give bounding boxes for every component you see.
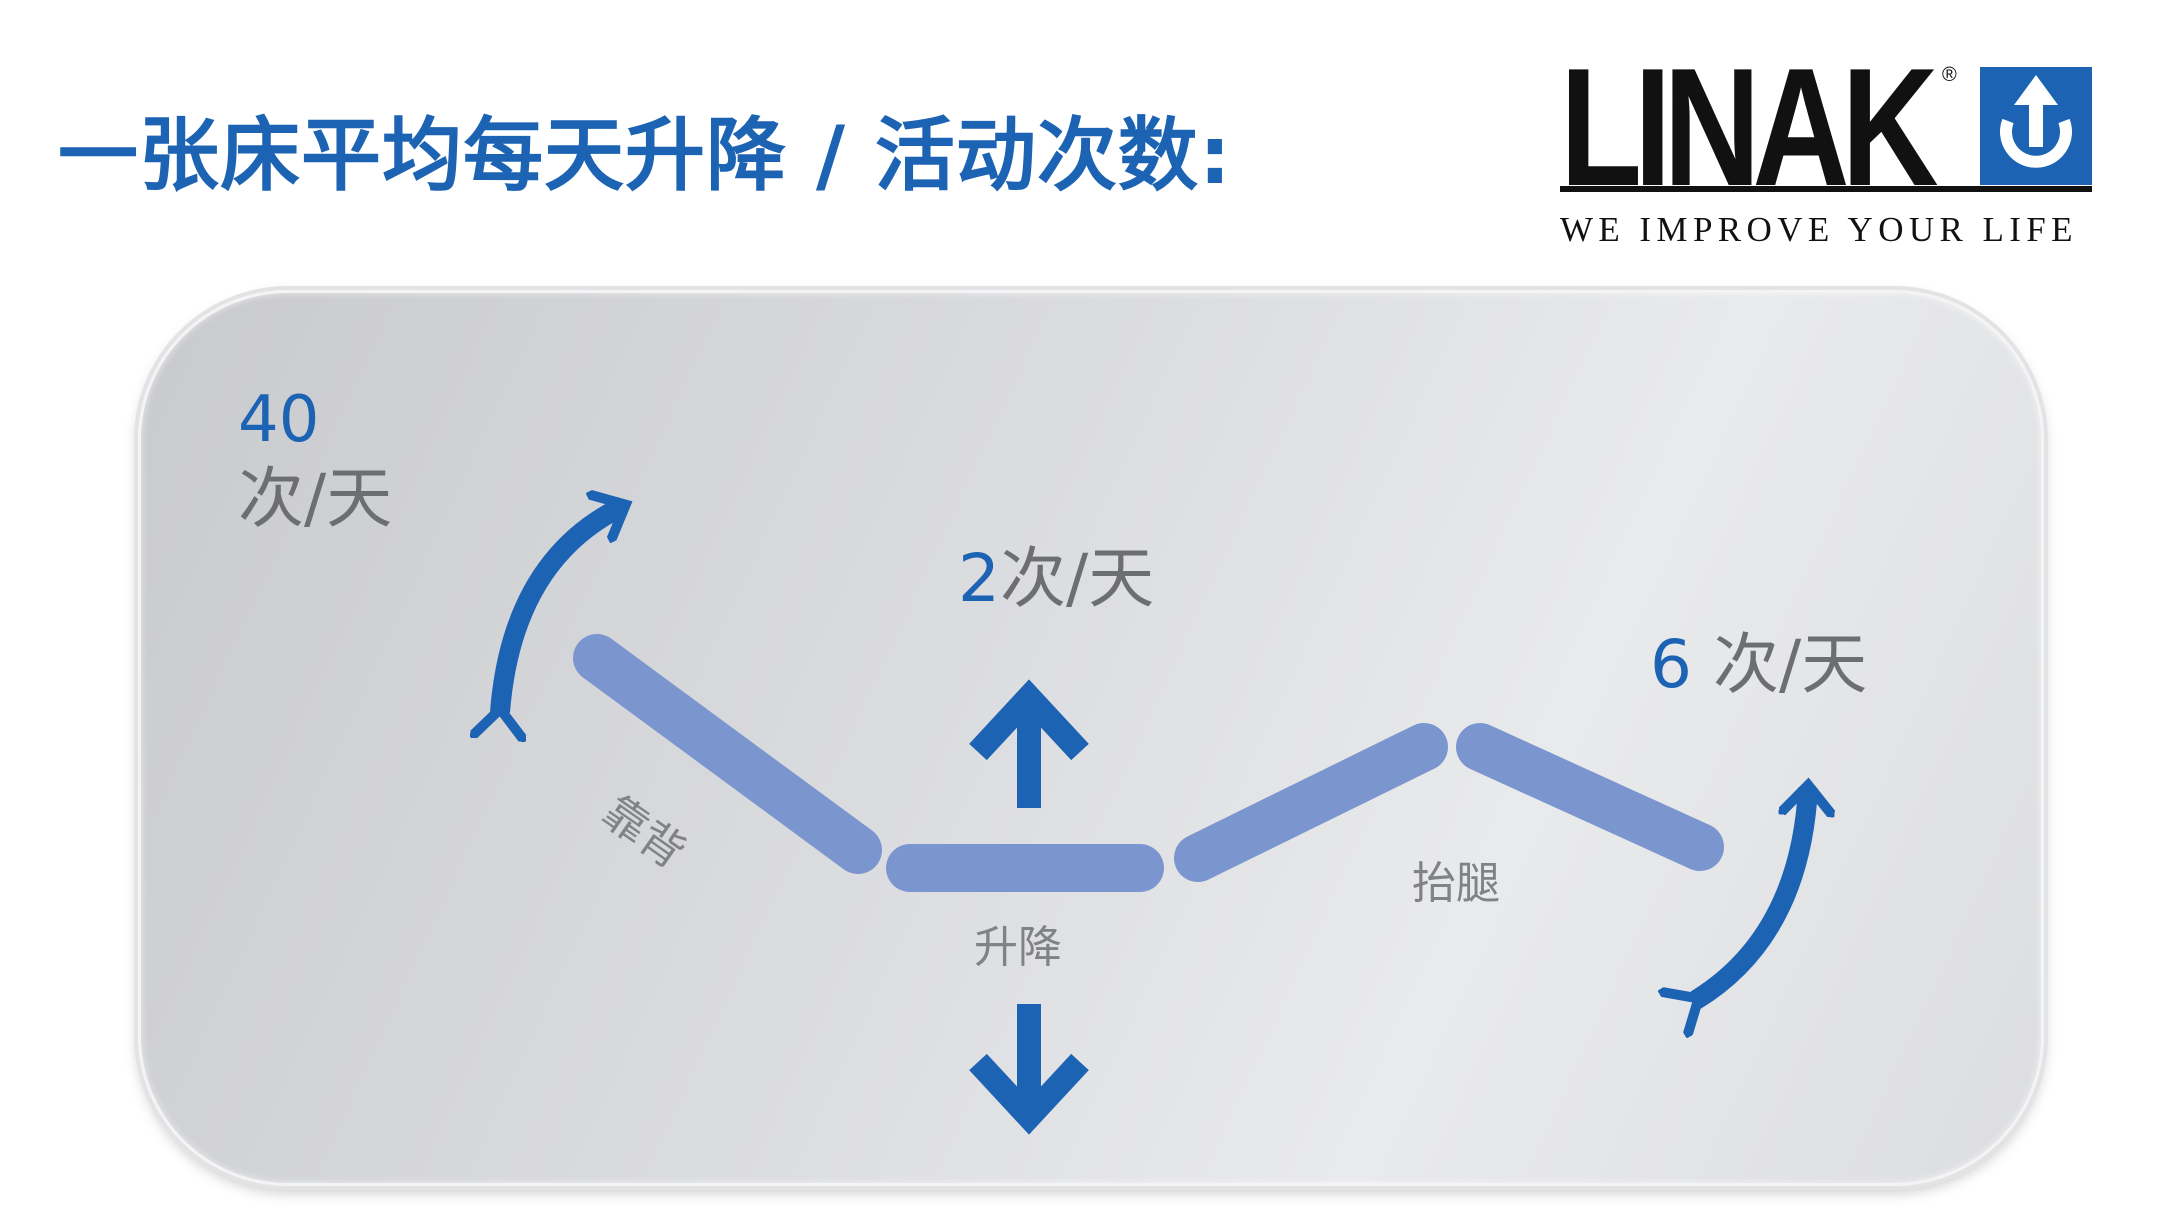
lift-label: 升降 xyxy=(974,922,1062,973)
backrest-count-unit: 次/天 xyxy=(238,460,393,537)
curved-double-arrow-icon xyxy=(500,506,623,712)
lift-count: 2次/天 xyxy=(958,546,1154,612)
arrow-up-icon xyxy=(969,679,1089,808)
thigh-segment xyxy=(1174,723,1448,882)
backrest-count: 40 次/天 xyxy=(238,388,392,532)
leg-segment xyxy=(1456,723,1724,871)
logo-tagline: WE IMPROVE YOUR LIFE xyxy=(1560,210,2078,249)
lift-count-number: 2 xyxy=(958,540,1000,617)
linak-logo: LINAK ® WE IMPROVE YOUR LIFE xyxy=(1560,33,2100,262)
backrest-count-number: 40 xyxy=(238,383,320,457)
backrest-segment xyxy=(573,634,882,874)
leg-label: 抬腿 xyxy=(1412,858,1500,909)
leg-count-unit: 次/天 xyxy=(1712,626,1868,703)
registered-mark: ® xyxy=(1942,64,1957,86)
lift-count-unit: 次/天 xyxy=(1000,540,1155,617)
curved-double-arrow-icon xyxy=(1696,788,1808,1000)
power-up-arrow-icon xyxy=(1980,67,2092,185)
page-title: 一张床平均每天升降 / 活动次数: xyxy=(58,108,1232,202)
arrow-down-icon xyxy=(969,1004,1089,1135)
leg-count: 6 次/天 xyxy=(1650,632,1867,698)
logo-underline xyxy=(1560,186,2092,192)
leg-count-number: 6 xyxy=(1650,626,1692,703)
logo-wordmark: LINAK xyxy=(1560,33,1939,221)
